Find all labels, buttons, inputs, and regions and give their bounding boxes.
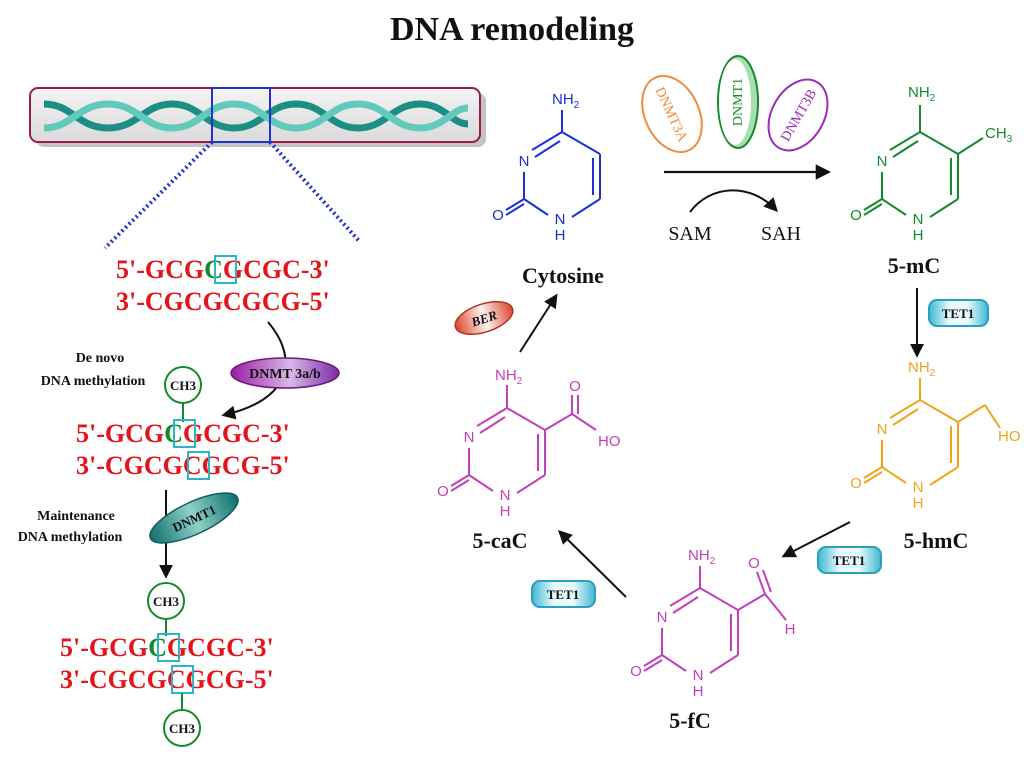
svg-text:5'-GCGCGCGC-3': 5'-GCGCGCGC-3' [76,419,290,448]
5hmc-structure [863,378,1001,486]
tet1-enzyme-1: TET1 [928,299,989,327]
svg-text:CH3: CH3 [153,594,180,609]
svg-text:3'-CGCGCGCG-5': 3'-CGCGCGCG-5' [60,665,274,694]
svg-text:3'-CGCGCGCG-5': 3'-CGCGCGCG-5' [76,451,290,480]
svg-text:NH2: NH2 [688,547,716,567]
svg-text:O: O [850,207,862,224]
sequence-unmethylated: 5'-GCGCGCGC-3' 3'-CGCGCGCG-5' [116,255,330,316]
page-title: DNA remodeling [390,11,634,48]
zoom-lines [103,140,362,250]
maintenance-label-2: DNA methylation [18,530,123,545]
5fc-atoms: NH2 O H N N H O [630,547,795,700]
5cac-structure [450,385,597,494]
svg-text:O: O [569,378,581,395]
cytosine-structure [505,110,601,218]
5cac-label: 5-caC [473,528,528,553]
dnmt1-top-enzyme: DNMT1 [717,55,759,149]
svg-text:3'-CGCGCGCG-5': 3'-CGCGCGCG-5' [116,287,330,316]
ch3-group: CH3 [164,366,202,422]
maintenance-label: Maintenance [37,509,115,524]
svg-text:5'-GCGCGCGC-3': 5'-GCGCGCGC-3' [60,633,274,662]
svg-text:N: N [877,421,888,438]
5mc-structure [863,105,984,218]
dnmt1-enzyme: DNMT1 [149,492,239,544]
tet1-arrow-3 [558,530,627,598]
svg-text:N: N [500,487,511,504]
sequence-hemimethylated: 5'-GCGCGCGC-3' 3'-CGCGCGCG-5' [76,419,290,480]
dnmt3ab-enzyme: DNMT 3a/b [230,357,340,389]
svg-text:N: N [657,609,668,626]
svg-text:N: N [464,429,475,446]
svg-text:N: N [913,479,924,496]
svg-text:TET1: TET1 [547,587,580,602]
svg-text:NH2: NH2 [908,84,936,104]
svg-text:DNMT 3a/b: DNMT 3a/b [249,367,321,382]
svg-text:DNMT1: DNMT1 [731,78,746,126]
svg-text:CH3: CH3 [169,721,196,736]
svg-text:TET1: TET1 [942,306,975,321]
svg-text:H: H [913,495,924,512]
svg-text:NH2: NH2 [908,359,936,379]
svg-text:O: O [630,663,642,680]
svg-text:N: N [877,153,888,170]
5fc-label: 5-fC [669,708,711,733]
svg-text:O: O [492,207,504,224]
svg-text:H: H [913,227,924,244]
5hmc-atoms: NH2 HO N N H O [850,359,1020,512]
cytosine-label: Cytosine [522,263,604,288]
dnmt3b-enzyme: DNMT3B [767,78,829,152]
sah-label: SAH [761,223,801,245]
ch3-group-top: CH3 [147,582,185,636]
dna-helix-bar [29,87,486,147]
svg-text:H: H [693,683,704,700]
de-novo-label: De novo [76,351,125,366]
svg-text:N: N [693,667,704,684]
tet1-arrow-2 [781,521,851,558]
sequence-fully-methylated: 5'-GCGCGCGC-3' 3'-CGCGCGCG-5' [60,633,274,694]
svg-text:H: H [555,227,566,244]
tet1-enzyme-3: TET1 [531,580,596,608]
svg-text:5'-GCGCGCGC-3': 5'-GCGCGCGC-3' [116,255,330,284]
ber-arrow [519,293,558,353]
dnmt3a-enzyme: DNMT3A [641,74,703,154]
svg-text:N: N [913,211,924,228]
svg-text:H: H [500,503,511,520]
svg-text:N: N [519,153,530,170]
svg-text:NH2: NH2 [552,91,580,111]
svg-text:NH2: NH2 [495,367,523,387]
sam-label: SAM [668,223,712,245]
svg-text:CH3: CH3 [170,378,197,393]
svg-text:TET1: TET1 [833,553,866,568]
svg-text:HO: HO [998,428,1021,445]
sam-sah-arrow [689,189,778,213]
5mc-atoms: NH2 CH3 N N H O [850,84,1013,244]
svg-text:CH3: CH3 [985,125,1013,145]
5hmc-label: 5-hmC [904,528,969,553]
5cac-atoms: NH2 O HO N N H O [437,367,620,520]
de-novo-label-2: DNA methylation [41,374,146,389]
svg-text:HO: HO [598,433,621,450]
svg-text:O: O [748,555,760,572]
5mc-label: 5-mC [888,253,941,278]
ber-enzyme: BER [454,301,514,335]
5fc-structure [643,566,787,674]
svg-text:O: O [437,483,449,500]
cytosine-atoms: NH2 N N H O [492,91,580,244]
svg-text:N: N [555,211,566,228]
ch3-group-bottom: CH3 [163,693,201,747]
svg-text:H: H [785,621,796,638]
svg-text:O: O [850,475,862,492]
tet1-enzyme-2: TET1 [817,546,882,574]
